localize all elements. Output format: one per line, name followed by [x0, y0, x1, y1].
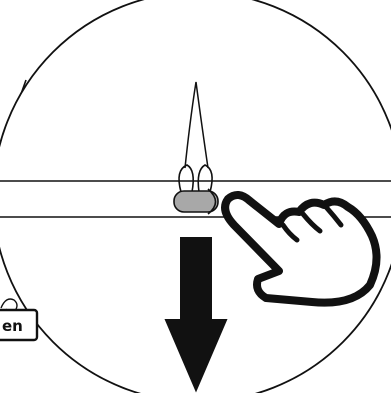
zip-puller-icon — [174, 189, 218, 214]
label-text: en — [2, 317, 23, 335]
label-box: en — [0, 310, 37, 340]
